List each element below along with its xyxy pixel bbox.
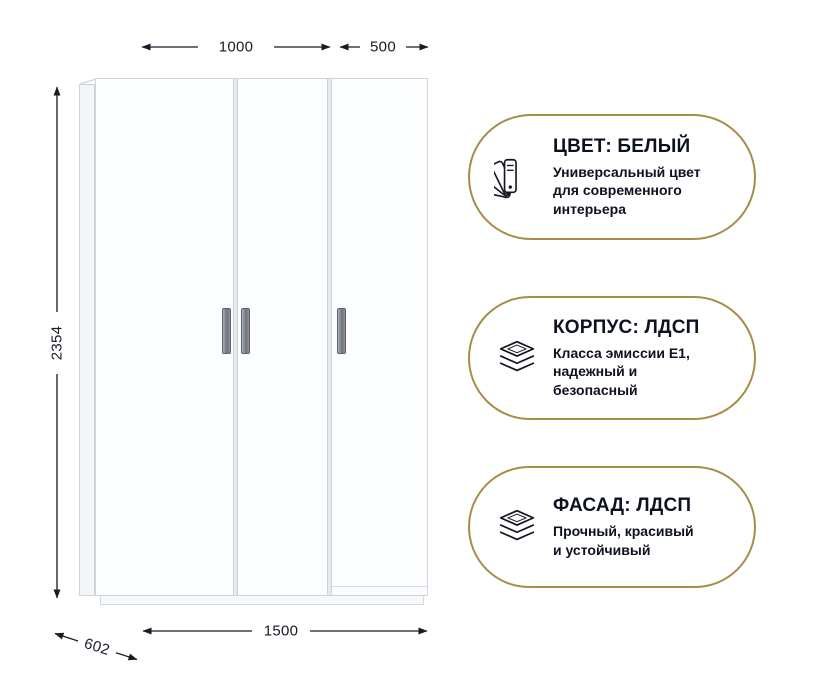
door-handle-middle bbox=[241, 308, 250, 354]
color-fan-icon bbox=[476, 154, 540, 200]
feature-badge-facade: ФАСАД: ЛДСП Прочный, красивый и устойчив… bbox=[468, 466, 756, 588]
badge-description: Универсальный цвет для современного инте… bbox=[553, 164, 701, 217]
door-handle-right bbox=[337, 308, 346, 354]
feature-badge-color: ЦВЕТ: БЕЛЫЙ Универсальный цвет для совре… bbox=[468, 114, 756, 240]
wardrobe-side-panel bbox=[79, 84, 95, 596]
layers-icon bbox=[494, 335, 540, 381]
dimension-total-width: 1500 bbox=[263, 622, 299, 640]
wardrobe-plinth bbox=[100, 596, 424, 605]
badge-title: КОРПУС: ЛДСП bbox=[553, 317, 700, 339]
door-handle-left bbox=[222, 308, 231, 354]
feature-badge-body: КОРПУС: ЛДСП Класса эмиссии Е1, надежный… bbox=[468, 296, 756, 420]
badge-description: Класса эмиссии Е1, надежный и безопасный bbox=[553, 345, 690, 398]
door-gap-left bbox=[233, 79, 238, 595]
badge-description: Прочный, красивый и устойчивый bbox=[553, 523, 694, 558]
layers-icon bbox=[494, 504, 540, 550]
dimension-height: 2354 bbox=[48, 325, 66, 361]
badge-title: ФАСАД: ЛДСП bbox=[553, 495, 692, 517]
door-gap-right bbox=[327, 79, 332, 595]
door-bottom-line bbox=[332, 586, 427, 587]
dimension-top-width-left: 1000 bbox=[218, 38, 254, 56]
dimension-depth: 602 bbox=[82, 635, 112, 659]
wardrobe-front bbox=[95, 78, 428, 596]
dimension-top-width-right: 500 bbox=[370, 38, 396, 56]
badge-title: ЦВЕТ: БЕЛЫЙ bbox=[553, 136, 691, 158]
